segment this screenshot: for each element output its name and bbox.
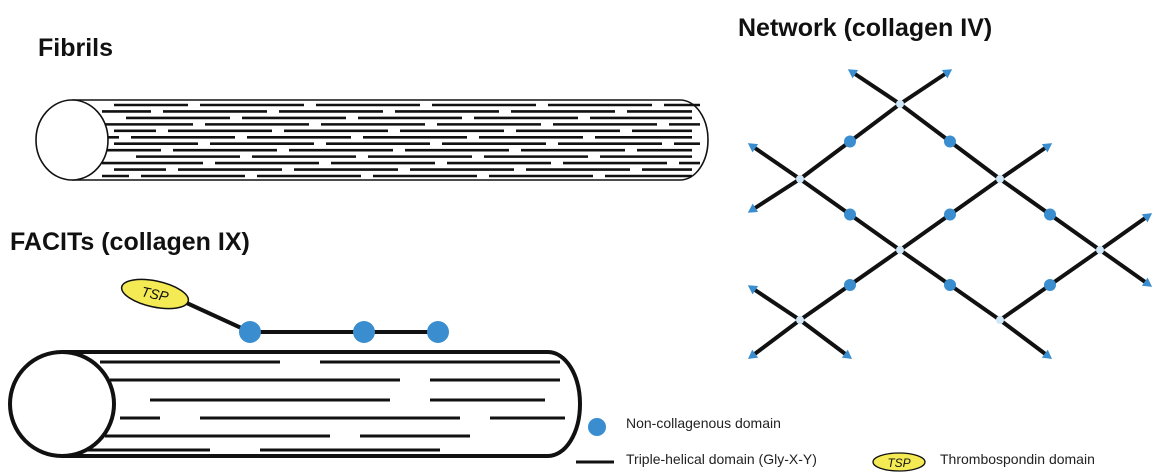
- facits-title: FACITs (collagen IX): [10, 228, 250, 256]
- network-domain: [844, 208, 856, 221]
- legend-triple-helical-label: Triple-helical domain (Gly-X-Y): [626, 451, 817, 467]
- network-arm: [850, 70, 902, 106]
- fibrils-title: Fibrils: [38, 34, 114, 62]
- network-arm: [750, 318, 802, 358]
- facit-noncollagenous-domain-3: [427, 321, 449, 343]
- legend-noncollagenous-dot: [588, 418, 606, 436]
- network-tip-domain: [747, 285, 759, 295]
- network-domain: [1044, 279, 1056, 291]
- facit-cylinder: [8, 350, 582, 458]
- network-tip-domain: [847, 69, 859, 79]
- legend-noncollagenous-label: Non-collagenous domain: [626, 415, 781, 431]
- network-domain: [1044, 208, 1056, 221]
- fibril-strands: [102, 103, 700, 178]
- network-arm: [898, 70, 950, 106]
- network-domain: [944, 135, 956, 148]
- network-node: [996, 316, 1004, 324]
- network-tip-domain: [747, 143, 759, 153]
- fibril-outline: [72, 99, 709, 181]
- network-arm: [998, 318, 1050, 358]
- network-tip-domain: [941, 69, 953, 79]
- network-tip-domain: [841, 349, 853, 359]
- network-arm: [750, 177, 802, 212]
- network-arm: [1098, 214, 1150, 252]
- legend-tsp-badge-label: TSP: [887, 456, 910, 470]
- network-domain: [944, 279, 956, 291]
- network-tip-domain: [1041, 143, 1053, 153]
- network-node: [1096, 246, 1104, 254]
- network-node: [996, 175, 1004, 183]
- fibril-end-cap: [35, 99, 109, 181]
- collagen-iv-network: [747, 69, 1153, 360]
- network-tip-domain: [747, 203, 759, 213]
- network-tip-domain: [1141, 277, 1153, 287]
- facit-noncollagenous-domain-2: [353, 321, 375, 343]
- tsp-label: TSP: [140, 283, 171, 304]
- facit-arm: TSP: [120, 278, 449, 343]
- network-node: [796, 316, 804, 324]
- network-tip-domain: [748, 349, 759, 360]
- facit-noncollagenous-domain-1: [239, 321, 261, 343]
- legend-thrombospondin-label: Thrombospondin domain: [940, 451, 1095, 467]
- network-domain: [844, 279, 856, 291]
- network-arm: [998, 144, 1050, 181]
- network-domain: [844, 135, 856, 148]
- fibril-cylinder: [35, 99, 709, 181]
- network-node: [896, 100, 904, 108]
- network-node: [896, 246, 904, 254]
- network-tip-domain: [1141, 213, 1153, 223]
- network-title: Network (collagen IV): [738, 14, 993, 42]
- tsp-domain: [120, 278, 190, 310]
- facit-outline: [62, 350, 582, 458]
- network-tip-domain: [1041, 349, 1053, 359]
- network-arm: [750, 144, 802, 181]
- facit-end-cap: [8, 350, 116, 458]
- facit-strands: [70, 360, 565, 452]
- legend-tsp-badge: [872, 452, 926, 472]
- network-arm: [798, 318, 850, 358]
- network-node: [796, 175, 804, 183]
- network-domain: [944, 208, 956, 221]
- network-arm: [1098, 248, 1150, 286]
- facit-tsp-link: [177, 297, 251, 334]
- network-arm: [750, 286, 802, 322]
